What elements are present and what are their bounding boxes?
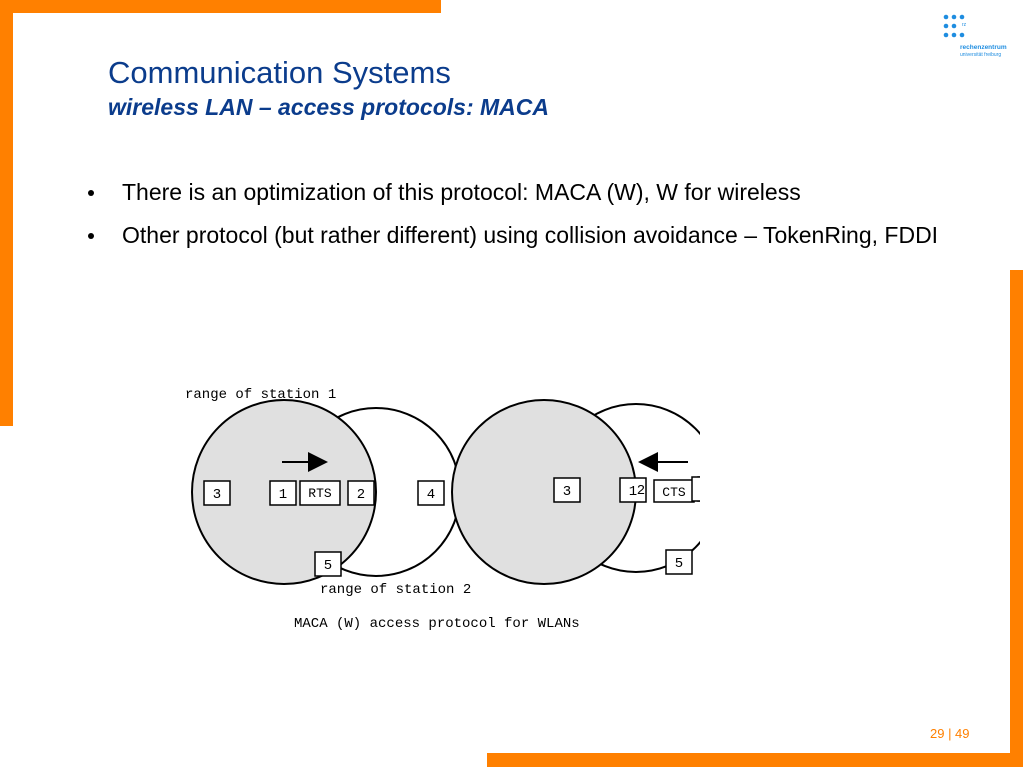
logo-text-primary: rechenzentrum (960, 44, 1007, 51)
station-label: 4 (427, 487, 435, 503)
bullet-dot-icon (88, 233, 94, 239)
station-label: 5 (324, 558, 332, 574)
orange-bar-bottom (487, 753, 1023, 767)
station-box-right (691, 476, 700, 502)
station-box-right (553, 477, 581, 503)
message-label-cts: CTS (662, 485, 686, 500)
university-logo: rz rechenzentrum universität freiburg (938, 14, 1008, 64)
station-box-left (203, 480, 231, 506)
range-station-2-label: range of station 2 (320, 582, 471, 598)
bullet-dot-icon (88, 190, 94, 196)
orange-bar-top (0, 0, 441, 13)
bullet-list: There is an optimization of this protoco… (86, 177, 946, 263)
message-label-rts: RTS (308, 486, 332, 501)
station-label: 3 (563, 484, 571, 500)
message-box-rts (299, 480, 341, 506)
figure-caption: MACA (W) access protocol for WLANs (294, 616, 580, 632)
bullet-item: There is an optimization of this protoco… (86, 177, 946, 208)
station-label: 3 (213, 487, 221, 503)
station-box-left (314, 551, 342, 577)
logo-text-secondary: universität freiburg (960, 52, 1002, 58)
station-box-right (665, 549, 693, 575)
station-box-left (417, 480, 445, 506)
bullet-item: Other protocol (but rather different) us… (86, 220, 946, 251)
page-title: Communication Systems (108, 55, 451, 90)
logo-dots-icon (943, 14, 965, 38)
logo-mark: rz (962, 22, 967, 28)
orange-bar-right (1010, 270, 1023, 767)
station-label: 1 (629, 484, 637, 500)
station-box-left (347, 480, 375, 506)
range-station-1-label: range of station 1 (185, 387, 336, 403)
range-circle-station-1-right (451, 399, 637, 585)
station-label: 2 (637, 483, 645, 499)
orange-bar-left (0, 0, 13, 426)
page-number: 29 | 49 (930, 726, 970, 741)
station-label: 1 (279, 487, 287, 503)
maca-diagram: range of station 1 3 1 RTS 2 4 5 range o… (185, 387, 700, 632)
page-subtitle: wireless LAN – access protocols: MACA (108, 94, 549, 120)
bullet-text: There is an optimization of this protoco… (122, 179, 801, 205)
station-label: 5 (675, 556, 683, 572)
station-label: 2 (357, 487, 365, 503)
station-box-right (619, 477, 647, 503)
station-box-left (269, 480, 297, 506)
bullet-text: Other protocol (but rather different) us… (122, 222, 939, 248)
